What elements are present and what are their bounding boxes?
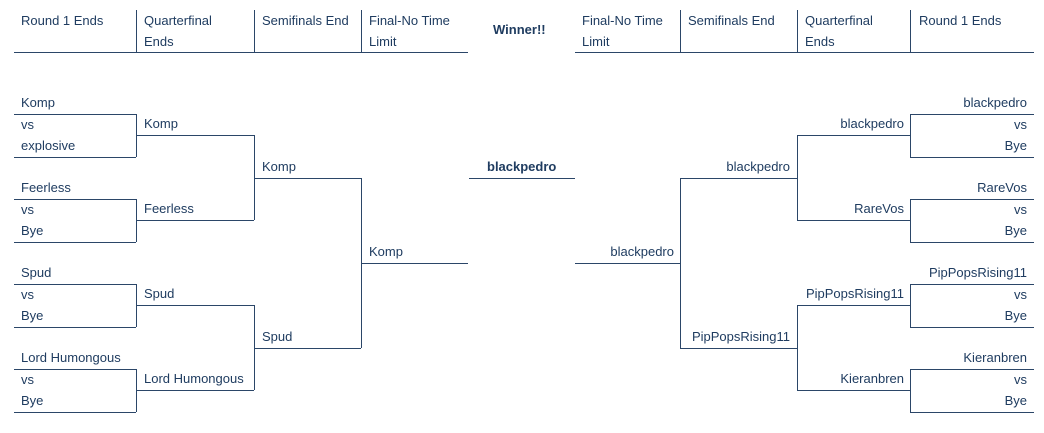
header-divider bbox=[680, 10, 681, 52]
bracket-line bbox=[14, 157, 136, 158]
header-divider bbox=[254, 10, 255, 52]
bracket-line bbox=[910, 242, 1034, 243]
bracket-line bbox=[910, 114, 1034, 115]
right-r1-m4-player-b: Bye bbox=[1004, 393, 1027, 408]
bracket-line bbox=[680, 348, 797, 349]
bracket-line bbox=[136, 305, 254, 306]
winner-name: blackpedro bbox=[487, 159, 557, 174]
right-r1-m3-player-a: PipPopsRising11 bbox=[928, 265, 1027, 280]
left-r1-m3-player-a: Spud bbox=[21, 265, 52, 280]
bracket-line bbox=[910, 284, 911, 327]
right-r1-m1-player-a: blackpedro bbox=[963, 95, 1027, 110]
bracket-line bbox=[254, 305, 255, 390]
right-r1-m4-vs: vs bbox=[1014, 372, 1027, 387]
header-winner: Winner!! bbox=[493, 22, 546, 37]
bracket-line bbox=[797, 305, 798, 390]
bracket-line bbox=[797, 135, 910, 136]
right-qf-1: blackpedro bbox=[840, 116, 904, 131]
right-r1-m2-player-a: RareVos bbox=[977, 180, 1027, 195]
bracket-line bbox=[14, 412, 136, 413]
bracket-line bbox=[910, 199, 911, 242]
right-sf-2: PipPopsRising11 bbox=[691, 329, 790, 344]
right-r1-m3-player-b: Bye bbox=[1004, 308, 1027, 323]
header-quarterfinal-left: Quarterfinal Ends bbox=[144, 13, 212, 49]
bracket-line bbox=[797, 135, 798, 220]
header-divider bbox=[361, 10, 362, 52]
left-r1-m3-vs: vs bbox=[21, 287, 34, 302]
header-divider bbox=[910, 10, 911, 52]
bracket-line bbox=[910, 369, 911, 412]
right-r1-m1-vs: vs bbox=[1014, 117, 1027, 132]
left-r1-m1-player-b: explosive bbox=[21, 138, 76, 153]
header-round1-left: Round 1 Ends bbox=[21, 13, 104, 28]
bracket-line bbox=[136, 135, 254, 136]
bracket-line bbox=[680, 178, 797, 179]
bracket-line bbox=[254, 178, 361, 179]
right-r1-m4-player-a: Kieranbren bbox=[963, 350, 1027, 365]
bracket-line bbox=[910, 369, 1034, 370]
left-sf-1: Komp bbox=[262, 159, 296, 174]
right-sf-1: blackpedro bbox=[726, 159, 790, 174]
winner-underline bbox=[469, 178, 575, 179]
bracket-line bbox=[14, 114, 136, 115]
right-final: blackpedro bbox=[610, 244, 674, 259]
left-sf-2: Spud bbox=[262, 329, 293, 344]
left-r1-m2-player-b: Bye bbox=[21, 223, 44, 238]
left-r1-m1-vs: vs bbox=[21, 117, 34, 132]
right-qf-4: Kieranbren bbox=[840, 371, 904, 386]
left-qf-3: Spud bbox=[144, 286, 175, 301]
bracket-line bbox=[910, 114, 911, 157]
right-qf-2: RareVos bbox=[854, 201, 904, 216]
left-r1-m4-player-a: Lord Humongous bbox=[21, 350, 121, 365]
right-qf-3: PipPopsRising11 bbox=[805, 286, 904, 301]
bracket-line bbox=[797, 390, 910, 391]
bracket-line bbox=[254, 348, 361, 349]
header-divider bbox=[797, 10, 798, 52]
bracket-line bbox=[361, 263, 468, 264]
header-underline-left bbox=[14, 52, 468, 53]
left-r1-m2-vs: vs bbox=[21, 202, 34, 217]
bracket-line bbox=[14, 284, 136, 285]
header-round1-right: Round 1 Ends bbox=[919, 13, 1002, 28]
bracket-line bbox=[910, 327, 1034, 328]
header-underline-right bbox=[575, 52, 1034, 53]
right-r1-m1-player-b: Bye bbox=[1004, 138, 1027, 153]
bracket-line bbox=[136, 390, 254, 391]
bracket-line bbox=[910, 284, 1034, 285]
bracket-line bbox=[910, 199, 1034, 200]
header-semifinal-right: Semifinals End bbox=[688, 13, 775, 28]
bracket-line bbox=[14, 242, 136, 243]
left-qf-2: Feerless bbox=[144, 201, 194, 216]
right-r1-m2-vs: vs bbox=[1014, 202, 1027, 217]
bracket-line bbox=[797, 220, 910, 221]
right-r1-m3-vs: vs bbox=[1014, 287, 1027, 302]
left-r1-m3-player-b: Bye bbox=[21, 308, 44, 323]
left-final: Komp bbox=[369, 244, 403, 259]
header-semifinal-left: Semifinals End bbox=[262, 13, 349, 28]
bracket-line bbox=[680, 178, 681, 348]
left-qf-4: Lord Humongous bbox=[144, 371, 244, 386]
bracket-line bbox=[910, 157, 1034, 158]
left-qf-1: Komp bbox=[144, 116, 178, 131]
left-r1-m2-player-a: Feerless bbox=[21, 180, 71, 195]
header-final-left: Final-No Time Limit bbox=[369, 13, 450, 49]
bracket-line bbox=[14, 199, 136, 200]
bracket-line bbox=[14, 327, 136, 328]
bracket-line bbox=[14, 369, 136, 370]
bracket-line bbox=[254, 135, 255, 220]
header-quarterfinal-right: Quarterfinal Ends bbox=[805, 13, 873, 49]
bracket-line bbox=[136, 220, 254, 221]
header-final-right: Final-No Time Limit bbox=[582, 13, 663, 49]
bracket-line bbox=[910, 412, 1034, 413]
right-r1-m2-player-b: Bye bbox=[1004, 223, 1027, 238]
left-r1-m1-player-a: Komp bbox=[21, 95, 55, 110]
bracket-line bbox=[575, 263, 680, 264]
bracket-line bbox=[797, 305, 910, 306]
left-r1-m4-vs: vs bbox=[21, 372, 34, 387]
header-divider bbox=[136, 10, 137, 52]
left-r1-m4-player-b: Bye bbox=[21, 393, 44, 408]
